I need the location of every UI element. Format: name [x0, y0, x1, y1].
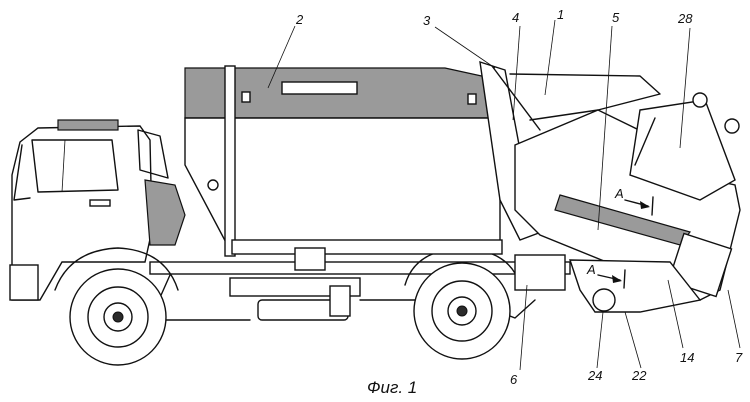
front-wheel	[54, 247, 179, 366]
section-arrow-lower: A	[586, 262, 626, 289]
label-6: 6	[510, 372, 518, 387]
waste-bin	[629, 92, 740, 201]
leader-lines	[267, 19, 741, 371]
refuse-body	[184, 65, 503, 271]
label-28: 28	[677, 11, 693, 26]
label-4: 4	[512, 10, 519, 25]
rear-wheel	[404, 247, 521, 360]
label-22: 22	[631, 368, 647, 383]
label-7: 7	[735, 350, 743, 365]
section-arrow-upper: A	[614, 186, 654, 216]
section-mark-upper: A	[614, 186, 624, 201]
truck-cab	[9, 119, 186, 301]
tailgate-loader	[479, 60, 741, 301]
section-mark-lower: A	[586, 262, 596, 277]
label-3: 3	[423, 13, 431, 28]
rear-underframe	[514, 254, 702, 313]
label-2: 2	[295, 12, 304, 27]
label-24: 24	[587, 368, 602, 383]
figure-caption: Фиг. 1	[367, 378, 417, 397]
label-14: 14	[680, 350, 694, 365]
label-5: 5	[612, 10, 620, 25]
label-1: 1	[557, 7, 564, 22]
reference-numerals: 1 2 3 4 5 6 7 14 22 24 28	[295, 7, 743, 387]
